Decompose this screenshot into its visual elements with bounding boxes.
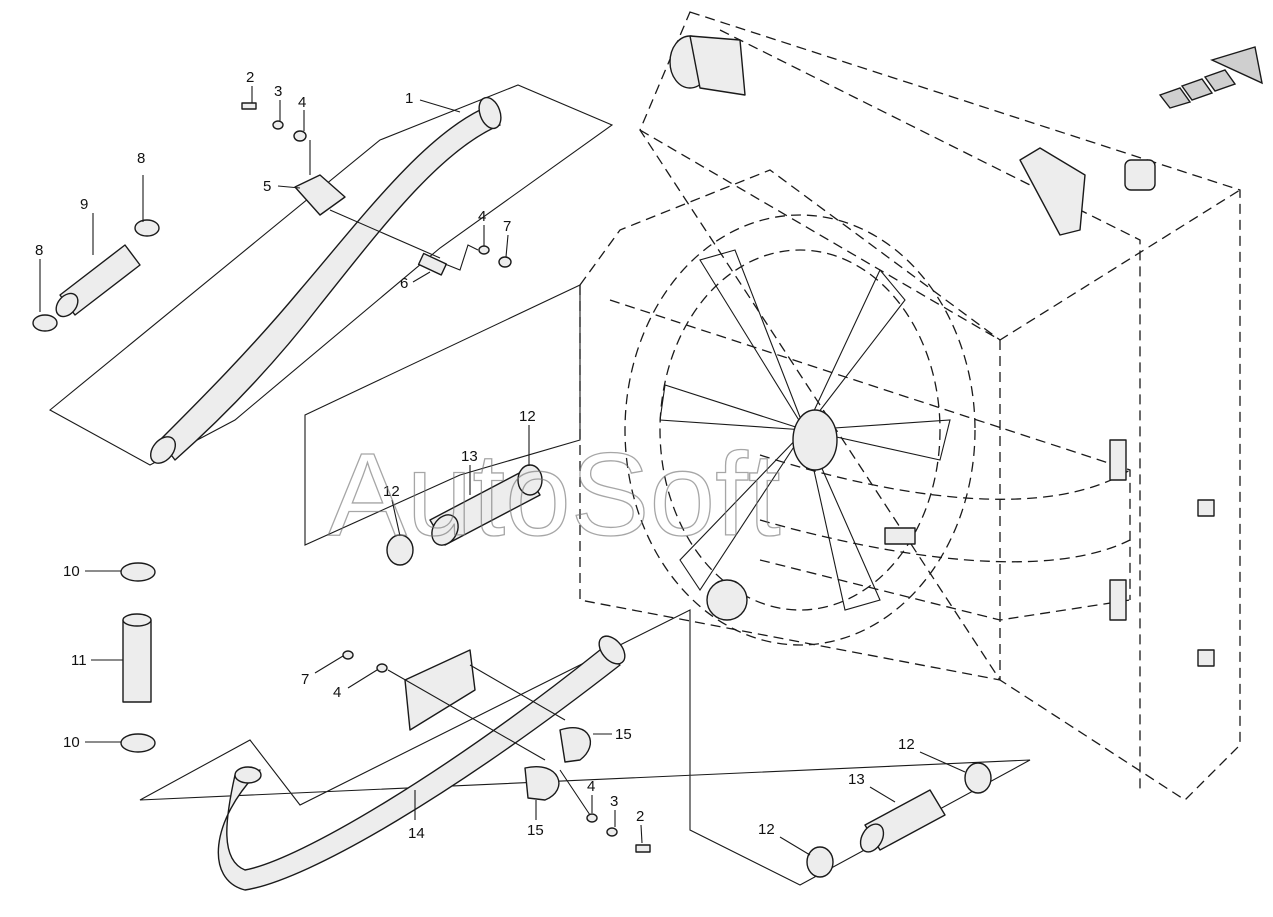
callout-5: 5 xyxy=(263,178,271,195)
lower-coolant-pipe xyxy=(217,635,626,891)
vertical-hose xyxy=(120,562,156,753)
callout-2: 2 xyxy=(636,808,644,825)
hose-clamp-icon xyxy=(517,464,543,496)
nut-icon xyxy=(498,256,512,268)
callout-12: 12 xyxy=(758,821,775,838)
fan-drive-shaft xyxy=(884,527,916,545)
pipe-clamp-icon xyxy=(559,727,591,763)
boundary-lower xyxy=(139,609,1031,886)
hose-clamp-icon xyxy=(32,314,58,332)
callout-numbers: 1 2 3 4 5 4 7 6 8 9 8 12 13 12 10 11 10 … xyxy=(35,69,915,842)
callout-12: 12 xyxy=(519,408,536,425)
callout-7: 7 xyxy=(503,218,511,235)
leader-lines xyxy=(39,86,966,856)
hardware-lower xyxy=(342,649,651,853)
callout-15: 15 xyxy=(615,726,632,743)
side-bracket-lower xyxy=(1109,579,1127,621)
hose-coupling-lower xyxy=(806,762,992,878)
callout-10: 10 xyxy=(63,734,80,751)
bracket-icon xyxy=(294,174,346,216)
direction-arrow-icon xyxy=(1158,46,1263,109)
bolt-icon xyxy=(635,844,651,853)
callout-14: 14 xyxy=(408,825,425,842)
hose-clamp-icon xyxy=(134,219,160,237)
watermark: AutoSoft xyxy=(328,429,781,561)
mount-bracket-icon xyxy=(404,649,476,731)
callout-8: 8 xyxy=(137,150,145,167)
mount-plate-2 xyxy=(1197,649,1215,667)
washer-icon xyxy=(478,245,490,255)
filler-neck xyxy=(1019,147,1156,236)
callout-15: 15 xyxy=(527,822,544,839)
callout-4: 4 xyxy=(587,778,595,795)
hardware-upper xyxy=(241,102,512,276)
washer-icon xyxy=(606,827,618,837)
clip-icon xyxy=(417,252,448,276)
callout-3: 3 xyxy=(274,83,282,100)
washer-icon xyxy=(293,130,307,142)
mount-plate-1 xyxy=(1197,499,1215,517)
bolt-icon xyxy=(241,102,257,110)
washer-icon xyxy=(586,813,598,823)
callout-9: 9 xyxy=(80,196,88,213)
callout-7: 7 xyxy=(301,671,309,688)
callout-4: 4 xyxy=(298,94,306,111)
radiator-assembly xyxy=(579,11,1241,801)
callout-12: 12 xyxy=(383,483,400,500)
callout-12: 12 xyxy=(898,736,915,753)
callout-10: 10 xyxy=(63,563,80,580)
radiator-outlet-upper xyxy=(669,35,746,96)
boundary-center xyxy=(304,284,581,546)
pipe-clamp-icon xyxy=(524,765,560,801)
fan-blades xyxy=(659,249,951,611)
hose-coupling-center xyxy=(386,464,543,566)
callout-3: 3 xyxy=(610,793,618,810)
callout-11: 11 xyxy=(71,652,87,669)
hose-clamp-icon xyxy=(120,733,156,753)
callout-6: 6 xyxy=(400,275,408,292)
washer-icon xyxy=(376,663,388,673)
upper-coolant-hose xyxy=(149,96,502,464)
callout-2: 2 xyxy=(246,69,254,86)
callout-13: 13 xyxy=(461,448,478,465)
side-bracket-upper xyxy=(1109,439,1127,481)
callout-4: 4 xyxy=(333,684,341,701)
short-hose-upper xyxy=(32,219,160,332)
washer-icon xyxy=(272,120,284,130)
radiator-outlet-lower xyxy=(706,579,748,621)
callout-13: 13 xyxy=(848,771,865,788)
callout-8: 8 xyxy=(35,242,43,259)
callout-1: 1 xyxy=(405,90,413,107)
nut-icon xyxy=(342,650,354,660)
fan-hub xyxy=(792,409,838,471)
callout-4: 4 xyxy=(478,208,486,225)
hose-clamp-icon xyxy=(964,762,992,794)
hose-clamp-icon xyxy=(806,846,834,878)
hose-clamp-icon xyxy=(120,562,156,582)
